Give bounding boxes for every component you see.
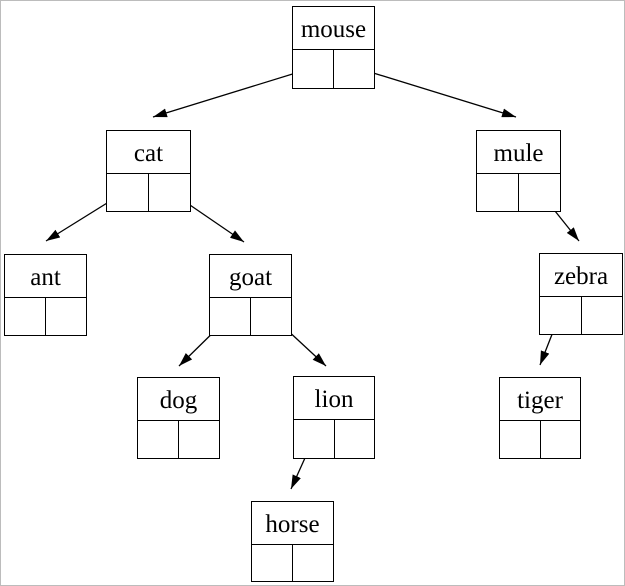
node-label: tiger [500, 378, 580, 421]
tree-node-tiger: tiger [499, 377, 581, 459]
tree-node-ant: ant [4, 254, 87, 336]
left-pointer-cell [294, 420, 334, 458]
right-pointer-cell [333, 420, 375, 458]
pointer-cells [500, 421, 580, 458]
right-pointer-cell [580, 297, 623, 334]
node-label: goat [210, 255, 291, 298]
tree-node-goat: goat [209, 254, 292, 336]
right-pointer-cell [250, 298, 291, 335]
pointer-cells [252, 545, 333, 581]
left-pointer-cell [500, 421, 540, 458]
left-pointer-cell [540, 297, 581, 334]
pointer-cells [477, 174, 560, 211]
left-pointer-cell [107, 174, 148, 211]
tree-node-mouse: mouse [292, 6, 375, 89]
arrow-mouse-to-mule [353, 66, 517, 118]
pointer-cells [138, 421, 219, 458]
left-pointer-cell [477, 174, 518, 211]
tree-node-zebra: zebra [539, 253, 623, 335]
tree-node-horse: horse [251, 501, 334, 582]
node-label: cat [107, 131, 190, 174]
node-label: horse [252, 502, 333, 545]
tree-node-lion: lion [293, 376, 375, 459]
left-pointer-cell [210, 298, 250, 335]
pointer-cells [107, 174, 190, 211]
node-label: lion [294, 377, 374, 420]
pointer-cells [210, 298, 291, 335]
left-pointer-cell [293, 50, 333, 88]
right-pointer-cell [148, 174, 190, 211]
pointer-cells [540, 297, 622, 334]
pointer-cells [294, 420, 374, 458]
right-pointer-cell [518, 174, 560, 211]
right-pointer-cell [178, 421, 219, 458]
pointer-cells [5, 298, 86, 335]
right-pointer-cell [292, 545, 333, 581]
node-label: ant [5, 255, 86, 298]
tree-node-mule: mule [476, 130, 561, 212]
node-label: dog [138, 378, 219, 421]
tree-node-cat: cat [106, 130, 191, 212]
right-pointer-cell [539, 421, 581, 458]
left-pointer-cell [5, 298, 45, 335]
pointer-cells [293, 50, 374, 88]
node-label: mouse [293, 7, 374, 50]
left-pointer-cell [138, 421, 178, 458]
right-pointer-cell [333, 50, 374, 88]
node-label: zebra [540, 254, 622, 297]
node-label: mule [477, 131, 560, 174]
arrow-mouse-to-cat [152, 67, 313, 118]
tree-node-dog: dog [137, 377, 220, 459]
left-pointer-cell [252, 545, 292, 581]
right-pointer-cell [45, 298, 86, 335]
